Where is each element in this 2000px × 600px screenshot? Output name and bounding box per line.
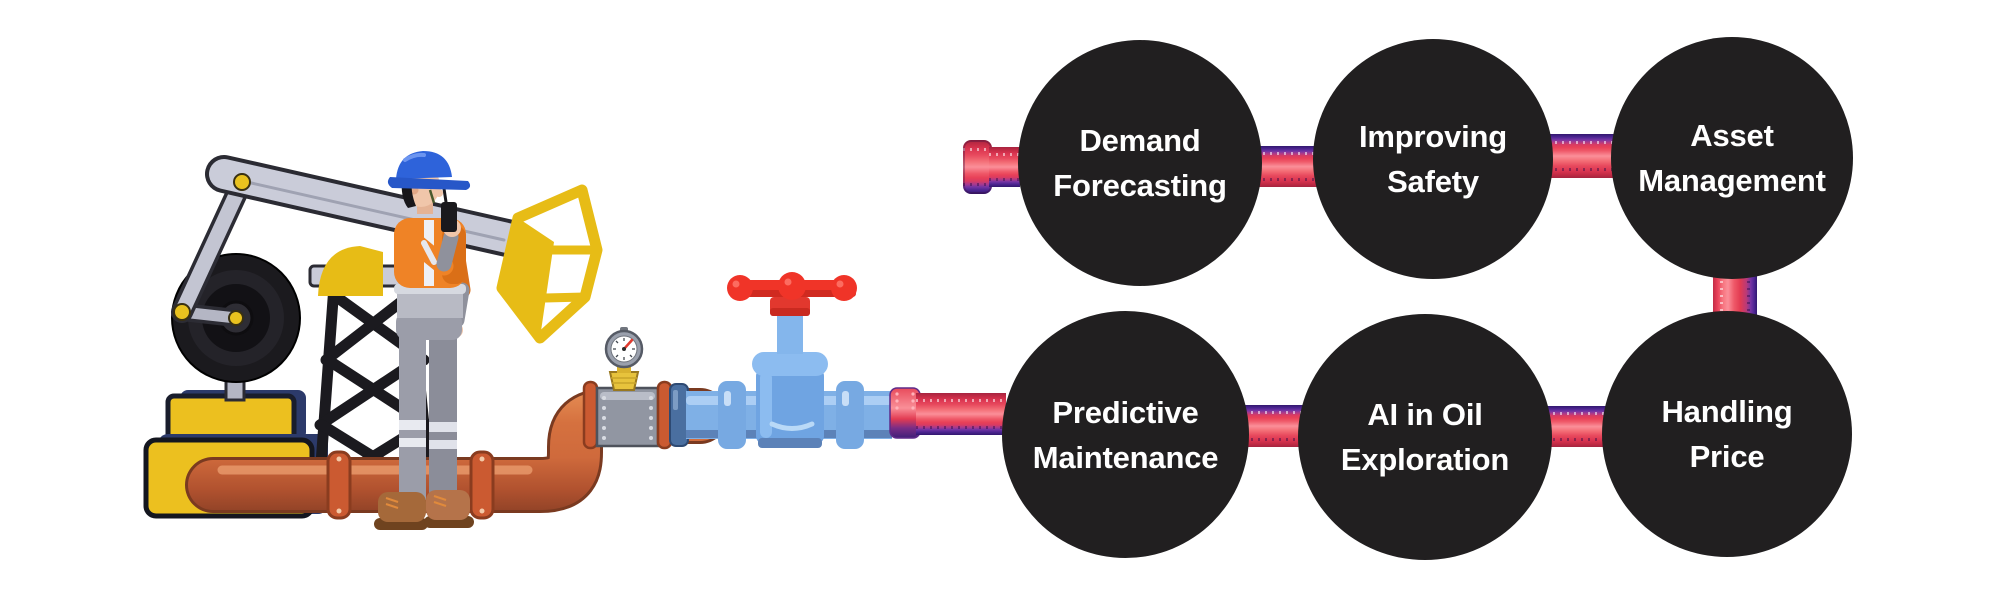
horsehead-icon [496, 184, 603, 344]
gate-valve-icon [669, 272, 921, 449]
pitman-arm [171, 171, 253, 327]
pipe-end-cap [963, 140, 992, 194]
pipe-valve-predictive [916, 393, 1006, 435]
pipe-improving-asset [1548, 134, 1616, 178]
oil-worker-icon [374, 151, 474, 530]
pipe-coupling [582, 380, 673, 450]
pipe-predictive-ai [1244, 405, 1304, 447]
node-label-line: Handling [1661, 394, 1793, 429]
hard-hat-icon [387, 151, 471, 190]
node-label-line: Predictive [1052, 394, 1199, 430]
counterweight-yellow [318, 246, 383, 296]
node-label-line: Safety [1387, 164, 1479, 199]
pipe-ai-handling [1546, 406, 1606, 447]
node-label-line: AI in Oil [1367, 397, 1483, 432]
beam-pin [233, 173, 251, 191]
node-ai-in-oil-exploration: AI in Oil Exploration [1298, 314, 1552, 560]
node-label-line: Demand [1079, 123, 1201, 158]
hub-pin [228, 310, 244, 326]
node-label-line: Management [1638, 163, 1826, 198]
node-label-line: Exploration [1340, 442, 1510, 477]
node-improving-safety: Improving Safety [1313, 39, 1553, 279]
node-handling-price: Handling Price [1602, 311, 1852, 557]
node-label-line: Asset [1690, 118, 1774, 153]
node-label-line: Maintenance [1032, 439, 1219, 475]
pipe-flange-icon [326, 450, 495, 520]
valve-handwheel-icon [727, 272, 857, 316]
pipe-stub-demand [989, 147, 1020, 187]
node-predictive-maintenance: Predictive Maintenance [1002, 311, 1249, 558]
node-label-line: Improving [1358, 119, 1508, 154]
node-demand-forecasting: Demand Forecasting [1018, 40, 1262, 286]
node-label-line: Price [1689, 439, 1765, 474]
node-asset-management: Asset Management [1611, 37, 1853, 279]
oil-pump-jack-icon [143, 155, 603, 519]
chin-strap [428, 189, 436, 204]
crank-pin [173, 303, 191, 321]
work-boots [374, 490, 474, 530]
walking-beam [205, 155, 535, 259]
node-label-line: Forecasting [1053, 168, 1227, 203]
pressure-gauge-icon [604, 327, 644, 391]
pipe-demand-improving [1256, 146, 1318, 187]
